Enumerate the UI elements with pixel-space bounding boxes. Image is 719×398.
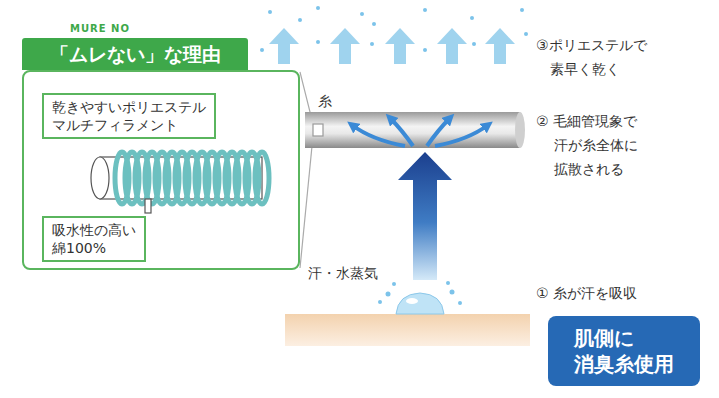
yarn-tube	[515, 112, 525, 148]
panel-heading: 「ムレない」な理由	[22, 38, 248, 70]
vapor-dot	[260, 48, 264, 52]
vapor-dot	[372, 22, 376, 26]
sweat-drop	[406, 298, 418, 304]
vapor-dot	[260, 6, 528, 52]
sweat-drop	[392, 282, 396, 286]
yarn-tube	[305, 112, 525, 148]
yarn-fiber	[255, 152, 269, 204]
sweat-arrow	[398, 152, 452, 280]
yarn-fiber	[91, 152, 269, 213]
yarn-fiber	[91, 157, 109, 199]
vapor-dot	[423, 8, 427, 12]
ruby-reading: MURE NO	[70, 23, 130, 35]
skin	[285, 314, 530, 346]
vapor-arrow	[485, 28, 515, 64]
sweat-drop	[378, 300, 382, 304]
feature-badge: 肌側に 消臭糸使用	[548, 316, 700, 386]
vapor-dot	[360, 12, 364, 16]
yarn-fiber	[145, 199, 151, 213]
vapor-dot	[370, 42, 374, 46]
skin	[285, 314, 530, 346]
spread-arrow	[390, 118, 413, 146]
yarn-tube	[313, 124, 323, 136]
reason-panel: 「ムレない」な理由乾きやすいポリエステル マルチフィラメント吸水性の高い 綿10…	[22, 38, 300, 270]
fiber-text: 乾きやすいポリエステル マルチフィラメント	[52, 98, 206, 134]
fiber-text: 吸水性の高い 綿100%	[52, 221, 136, 257]
vapor-dot	[472, 42, 476, 46]
sweat-drop	[450, 290, 455, 295]
step-note: ① 糸が汗を吸収	[536, 282, 637, 306]
vapor-arrow	[269, 28, 299, 64]
vapor-arrow	[330, 28, 360, 64]
fiber-label: 乾きやすいポリエステル マルチフィラメント	[42, 93, 216, 139]
vapor-dot	[316, 40, 320, 44]
sweat-arrow	[398, 152, 452, 280]
vapor-dot	[268, 10, 272, 14]
step-note: ③ポリエステルで 素早く乾く	[536, 34, 654, 82]
yarn-tube	[305, 112, 520, 148]
sweat-drop	[378, 281, 462, 314]
badge-text: 肌側に 消臭糸使用	[574, 325, 674, 377]
sweat-drop	[386, 292, 391, 297]
vapor-arrow	[385, 28, 415, 64]
vapor-dot	[520, 8, 524, 12]
part-name: 糸	[318, 90, 332, 114]
zoom-line	[300, 136, 313, 268]
spread-arrow	[352, 118, 488, 146]
sweat-drop	[396, 293, 444, 314]
vapor-dot	[470, 16, 474, 20]
spread-arrow	[435, 125, 488, 146]
vapor-dot	[524, 32, 528, 36]
vapor-dot	[316, 6, 320, 10]
fiber-label: 吸水性の高い 綿100%	[42, 216, 146, 262]
vapor-arrow	[269, 28, 515, 64]
sweat-drop	[446, 281, 450, 285]
vapor-dot	[298, 18, 302, 22]
flow-label: 汗・水蒸気	[308, 262, 378, 286]
sweat-drop	[458, 301, 462, 305]
vapor-arrow	[437, 28, 467, 64]
zoom-line	[300, 72, 313, 268]
step-note: ② 毛細管現象で 汗が糸全体に 拡散される	[536, 110, 645, 181]
vapor-dot	[423, 48, 427, 52]
